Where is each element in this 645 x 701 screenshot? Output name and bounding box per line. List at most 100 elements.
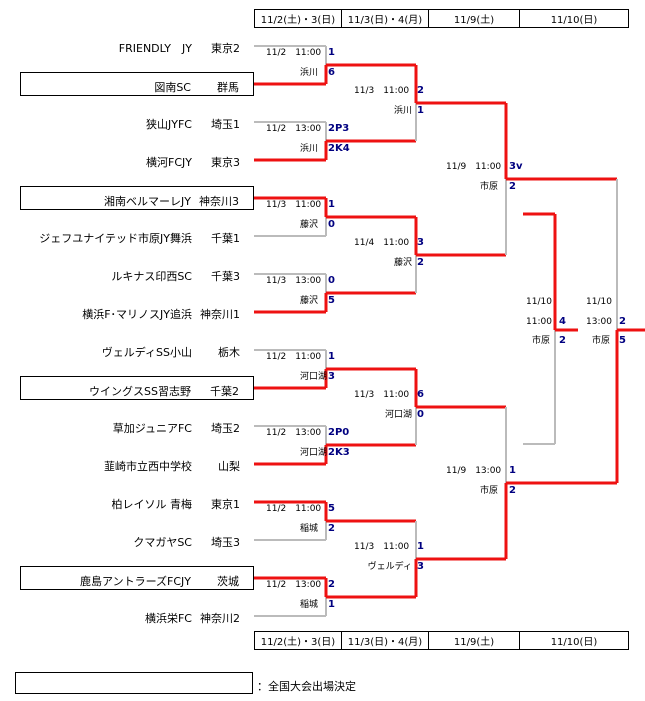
match-venue: 河口湖 xyxy=(384,410,412,420)
team-prefecture: 神奈川3 xyxy=(199,195,239,208)
team-prefecture: 千葉3 xyxy=(211,270,240,283)
team-prefecture: 東京3 xyxy=(211,156,240,169)
match-time: 11/2 11:00 xyxy=(266,504,322,514)
team-prefecture: 埼玉3 xyxy=(211,536,240,549)
team-name: 横浜F･マリノスJY追浜 xyxy=(82,308,192,321)
score-top: 1 xyxy=(328,351,335,362)
score-top: 1 xyxy=(417,541,424,552)
score-bottom: 2 xyxy=(509,485,516,496)
match-date: 11/10 xyxy=(526,297,552,307)
match-venue: 藤沢 xyxy=(300,220,319,230)
score-bottom: 5 xyxy=(328,295,335,306)
team-row: ジェフユナイテッド市原JY舞浜 千葉1 xyxy=(20,224,254,248)
team-name: クマガヤSC xyxy=(133,536,192,549)
team-name: ジェフユナイテッド市原JY舞浜 xyxy=(39,232,192,245)
team-row: 横河FCJY 東京3 xyxy=(20,148,254,172)
match-time: 11/9 11:00 xyxy=(446,162,502,172)
score-top: 1 xyxy=(328,47,335,58)
team-prefecture: 千葉1 xyxy=(211,232,240,245)
match-time: 11/2 13:00 xyxy=(266,428,322,438)
team-prefecture: 群馬 xyxy=(217,81,239,94)
match-time: 13:00 xyxy=(586,317,612,327)
team-row: 鹿島アントラーズFCJY 茨城 xyxy=(20,566,254,590)
team-row: 柏レイソル 青梅 東京1 xyxy=(20,490,254,514)
date-col-2: 11/3(日)・4(月) xyxy=(341,631,429,650)
match-venue: 河口湖 xyxy=(300,372,328,382)
score-bottom: 6 xyxy=(328,67,335,78)
team-name: 鹿島アントラーズFCJY xyxy=(80,575,191,588)
team-prefecture: 神奈川1 xyxy=(200,308,240,321)
team-row: 狭山JYFC 埼玉1 xyxy=(20,110,254,134)
legend-label: ：全国大会出場決定 xyxy=(257,680,356,693)
match-venue: 市原 xyxy=(480,486,499,496)
score-top: 1 xyxy=(328,199,335,210)
score-bottom: 2 xyxy=(559,335,566,346)
score-bottom: 5 xyxy=(619,335,626,346)
match-date: 11/10 xyxy=(586,297,612,307)
match-time: 11/2 13:00 xyxy=(266,124,322,134)
score-top: 2 xyxy=(417,85,424,96)
score-top: 5 xyxy=(328,503,335,514)
team-prefecture: 埼玉1 xyxy=(211,118,240,131)
match-time: 11/4 11:00 xyxy=(354,238,410,248)
team-name: 韮崎市立西中学校 xyxy=(104,460,192,473)
match-time: 11/3 11:00 xyxy=(354,86,410,96)
bracket-line-group xyxy=(254,45,645,617)
match-time: 11:00 xyxy=(526,317,552,327)
team-name: 横河FCJY xyxy=(146,156,192,169)
score-top: 3 xyxy=(417,237,424,248)
team-row: クマガヤSC 埼玉3 xyxy=(20,528,254,552)
team-prefecture: 東京1 xyxy=(211,498,240,511)
score-top: 6 xyxy=(417,389,424,400)
score-bottom: 3 xyxy=(328,371,335,382)
team-name: ヴェルディSS小山 xyxy=(101,346,192,359)
match-time: 11/3 11:00 xyxy=(354,542,410,552)
team-row: ヴェルディSS小山栃木 xyxy=(20,338,254,362)
score-top: 2P0 xyxy=(328,427,350,438)
date-col-2: 11/3(日)・4(月) xyxy=(341,9,429,28)
score-bottom: 2 xyxy=(417,257,424,268)
score-bottom: 1 xyxy=(328,599,335,610)
team-row: 草加ジュニアFC 埼玉2 xyxy=(20,414,254,438)
team-name: 横浜栄FC xyxy=(144,612,192,625)
score-bottom: 2K4 xyxy=(328,143,350,154)
score-bottom: 1 xyxy=(417,105,424,116)
match-time: 11/2 13:00 xyxy=(266,580,322,590)
score-bottom: 2K3 xyxy=(328,447,350,458)
match-time: 11/2 11:00 xyxy=(266,352,322,362)
team-name: 狭山JYFC xyxy=(146,118,192,131)
date-col-3: 11/9(土) xyxy=(428,9,520,28)
date-col-4: 11/10(日) xyxy=(519,631,629,650)
team-prefecture: 茨城 xyxy=(217,575,239,588)
date-col-4: 11/10(日) xyxy=(519,9,629,28)
team-name: FRIENDLY JY xyxy=(118,42,192,55)
match-venue: 浜川 xyxy=(300,144,319,154)
team-name: 草加ジュニアFC xyxy=(112,422,192,435)
date-header-top: 11/2(土)・3(日) 11/3(日)・4(月) 11/9(土) 11/10(… xyxy=(254,9,629,28)
legend-qualified-box xyxy=(15,672,253,694)
team-prefecture: 埼玉2 xyxy=(211,422,240,435)
match-time: 11/2 11:00 xyxy=(266,48,322,58)
match-venue: 市原 xyxy=(480,182,499,192)
match-venue: 浜川 xyxy=(300,68,319,78)
match-venue: 藤沢 xyxy=(393,258,412,268)
team-prefecture: 千葉2 xyxy=(210,385,239,398)
match-venue: 市原 xyxy=(532,336,551,346)
team-name: ルキナス印西SC xyxy=(111,270,192,283)
team-prefecture: 東京2 xyxy=(211,42,240,55)
team-row: ウイングスSS習志野千葉2 xyxy=(20,376,254,400)
team-row: 韮崎市立西中学校山梨 xyxy=(20,452,254,476)
match-venue: ヴェルディ xyxy=(367,562,412,572)
score-bottom: 0 xyxy=(328,219,335,230)
score-bottom: 2 xyxy=(509,181,516,192)
match-time: 11/3 13:00 xyxy=(266,276,322,286)
date-col-1: 11/2(土)・3(日) xyxy=(254,631,342,650)
score-top: 3v xyxy=(509,161,523,172)
team-row: FRIENDLY JY 東京2 xyxy=(20,34,254,58)
team-name: 柏レイソル 青梅 xyxy=(111,498,193,511)
match-venue: 浜川 xyxy=(393,106,412,116)
